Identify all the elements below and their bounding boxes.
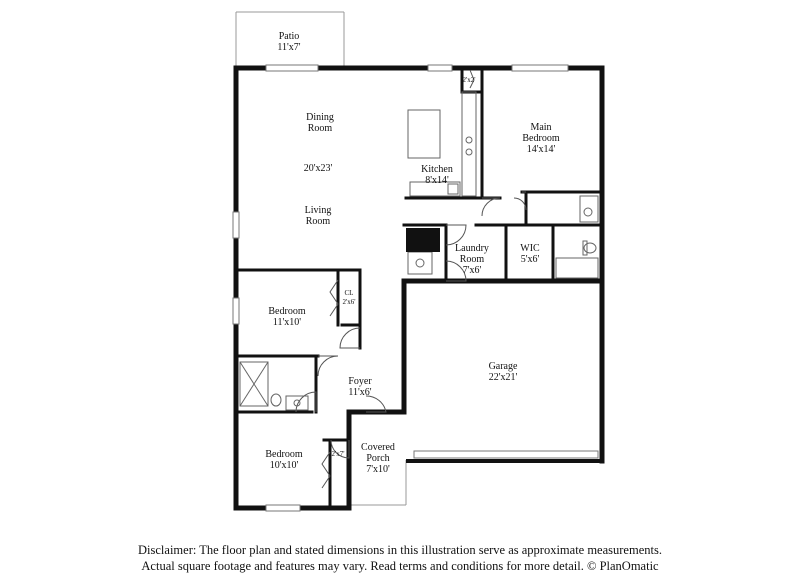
covered-porch-size: 7'x10': [366, 464, 390, 475]
closet-name: CL: [345, 289, 354, 297]
kitchen-size: 8'x14': [425, 175, 449, 186]
kitchen-island: [407, 109, 441, 159]
bedroom-2-size: 10'x10': [270, 460, 299, 471]
bedroom-1-name: Bedroom: [268, 306, 305, 317]
living-room-name-2: Room: [306, 216, 331, 227]
wic-name: WIC: [520, 243, 540, 254]
dining-room-name-1: Dining: [306, 112, 334, 123]
kitchen-sink-counter: [409, 181, 461, 197]
kitchen-name: Kitchen: [421, 164, 453, 175]
wic-size: 5'x6': [521, 254, 540, 265]
patio-outline: [235, 11, 345, 68]
bedroom-2-name: Bedroom: [265, 449, 302, 460]
foyer-name: Foyer: [348, 376, 372, 387]
master-toilet: [583, 242, 597, 254]
disclaimer-line-1: Disclaimer: The floor plan and stated di…: [138, 543, 662, 557]
laundry-name-2: Room: [460, 254, 485, 265]
porch-outline: [349, 460, 407, 506]
water-heater: [406, 228, 440, 252]
closet-size: 2'x6': [342, 298, 355, 306]
laundry-size: 7'x6': [463, 265, 482, 276]
main-bedroom-name-2: Bedroom: [522, 133, 559, 144]
foyer-size: 11'x6': [348, 387, 371, 398]
garage-size: 22'x21': [489, 372, 518, 383]
bedroom-2-closet-size: 2'x7': [331, 450, 344, 458]
patio-name: Patio: [279, 31, 300, 42]
covered-porch-name-2: Porch: [366, 453, 389, 464]
great-room-size: 20'x23': [304, 163, 333, 174]
dining-room-name-2: Room: [308, 123, 333, 134]
disclaimer-line-2: Actual square footage and features may v…: [141, 559, 659, 573]
floor-plan: Patio 11'x7' Dining Room 20'x23' Living …: [232, 11, 605, 512]
hall-toilet: [270, 393, 282, 407]
bedroom-1-size: 11'x10': [273, 317, 301, 328]
main-bedroom-name-1: Main: [530, 122, 551, 133]
washer: [407, 251, 433, 275]
living-room-name-1: Living: [305, 205, 332, 216]
garage-name: Garage: [489, 361, 518, 372]
laundry-name-1: Laundry: [455, 243, 489, 254]
kitchen-counter: [461, 91, 477, 197]
covered-porch-name-1: Covered: [361, 442, 395, 453]
garage-door: [406, 450, 602, 463]
windows: [232, 64, 569, 512]
pantry-size: 2'x2': [462, 76, 475, 84]
hall-vanity: [285, 395, 309, 411]
door-swings: [295, 69, 527, 489]
fixtures: [239, 91, 599, 411]
main-bedroom-size: 14'x14': [527, 144, 556, 155]
patio-size: 11'x7': [277, 42, 300, 53]
hall-tub: [239, 361, 269, 407]
room-labels: Patio 11'x7' Dining Room 20'x23' Living …: [265, 31, 559, 475]
master-tub: [555, 257, 599, 279]
master-vanity: [579, 195, 599, 223]
